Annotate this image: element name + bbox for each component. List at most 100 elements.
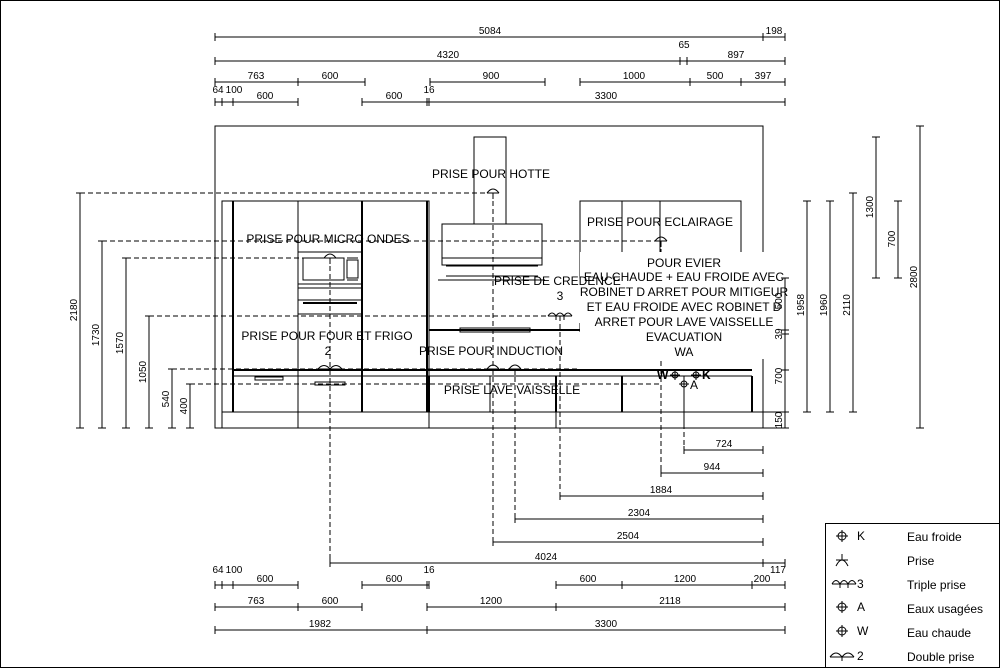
- evier-line-5: ARRET POUR LAVE VAISSELLE: [595, 315, 774, 329]
- socket-induction-icon: [486, 364, 500, 375]
- legend-item-eau-chaude: W Eau chaude: [836, 624, 971, 640]
- dim-bottom-600a: 600: [257, 574, 274, 585]
- top-dimensions: [214, 33, 786, 106]
- evier-line-3: ROBINET D ARRET POUR MITIGEUR: [580, 285, 789, 299]
- legend-item-triple-prise: 3 Triple prise: [831, 577, 966, 592]
- dim-top-4320: 4320: [437, 50, 460, 61]
- dim-offset-4024: 4024: [535, 552, 558, 563]
- dim-top-600b: 600: [386, 91, 403, 102]
- dim-right-150: 150: [774, 411, 785, 428]
- drain-icon: [679, 379, 689, 389]
- dim-offset-724: 724: [716, 439, 733, 450]
- dim-right-1300: 1300: [865, 195, 876, 218]
- right-height-labels: 1958 1960 2110 2800 1300 700 700 150 39 …: [774, 195, 920, 428]
- dim-bottom-1982: 1982: [309, 619, 332, 630]
- left-height-dimensions: [76, 192, 194, 429]
- evier-line-6: EVACUATION: [646, 330, 722, 344]
- dim-left-2180: 2180: [69, 298, 80, 321]
- double-socket-icon: [829, 652, 855, 661]
- lower-offset-labels: 724 944 1884 2304 2504 4024 117: [535, 439, 787, 576]
- dim-right-2110: 2110: [842, 294, 853, 316]
- right-height-dimensions: [781, 125, 924, 429]
- crosshair-circle-icon: [836, 530, 848, 542]
- label-prise-induction: PRISE POUR INDUCTION: [419, 344, 563, 358]
- dim-top-500: 500: [707, 71, 724, 82]
- dim-top-100: 100: [226, 85, 243, 96]
- dim-top-397: 397: [755, 71, 772, 82]
- hot-water-icon: [670, 370, 680, 380]
- dashed-reference-lines: [80, 192, 685, 565]
- dim-bottom-600d: 600: [322, 596, 339, 607]
- dim-offset-2504: 2504: [617, 531, 640, 542]
- legend-symbol-w: W: [857, 624, 869, 638]
- legend: K Eau froide Prise 3 Triple prise A: [825, 523, 1000, 668]
- dim-top-897: 897: [728, 50, 745, 61]
- dim-bottom-763: 763: [248, 596, 265, 607]
- range-hood: [438, 136, 545, 281]
- water-symbols: [670, 370, 701, 389]
- dim-right-500: 500: [774, 292, 785, 309]
- dim-top-600a: 600: [257, 91, 274, 102]
- dim-top-198: 198: [766, 26, 783, 37]
- label-symbol-w: W: [657, 368, 669, 382]
- legend-symbol-k: K: [857, 529, 865, 543]
- socket-hotte-icon: [486, 188, 500, 199]
- label-symbol-k: K: [702, 368, 711, 382]
- top-dimension-labels: 5084 198 4320 65 897 763 600 900 1000 50…: [212, 26, 782, 102]
- label-prise-hotte: PRISE POUR HOTTE: [432, 167, 550, 181]
- dim-bottom-1200b: 1200: [480, 596, 503, 607]
- dim-bottom-600c: 600: [580, 574, 597, 585]
- legend-label-double-prise: Double prise: [907, 650, 975, 664]
- double-socket-four-frigo-icon: [317, 365, 343, 374]
- dim-left-1570: 1570: [115, 331, 126, 354]
- legend-label-eaux-usagees: Eaux usagées: [907, 602, 983, 616]
- crosshair-circle-icon: [836, 625, 848, 637]
- dim-bottom-2118: 2118: [659, 596, 681, 607]
- legend-item-prise: Prise: [835, 554, 935, 568]
- bottom-dimensions: [214, 581, 786, 634]
- dim-top-3300: 3300: [595, 91, 618, 102]
- label-prise-credence: PRISE DE CREDENCE: [494, 274, 621, 288]
- socket-lave-vaisselle-icon: [508, 364, 522, 375]
- dim-right-1958: 1958: [796, 293, 807, 316]
- dim-left-1730: 1730: [91, 323, 102, 346]
- cold-water-icon: [691, 370, 701, 380]
- label-credence-count: 3: [557, 289, 564, 303]
- legend-item-double-prise: 2 Double prise: [829, 649, 975, 664]
- bottom-dimension-labels: 64 100 600 600 16 600 1200 200 763 600 1…: [212, 565, 770, 630]
- left-tall-cabinets: [221, 200, 430, 428]
- dim-left-400: 400: [179, 397, 190, 414]
- dim-bottom-1200a: 1200: [674, 574, 697, 585]
- dim-top-600: 600: [322, 71, 339, 82]
- legend-label-eau-chaude: Eau chaude: [907, 626, 971, 640]
- legend-symbol-3: 3: [857, 577, 864, 591]
- evier-line-2: EAU CHAUDE + EAU FROIDE AVEC: [584, 270, 784, 284]
- dim-right-39: 39: [774, 328, 785, 340]
- dim-top-64: 64: [212, 85, 224, 96]
- dim-bottom-100: 100: [226, 565, 243, 576]
- legend-box: [825, 523, 1000, 668]
- dim-top-16: 16: [423, 85, 435, 96]
- dim-bottom-200: 200: [754, 574, 771, 585]
- dim-bottom-600b: 600: [386, 574, 403, 585]
- socket-eclairage-icon: [654, 236, 668, 247]
- dim-top-5084: 5084: [479, 26, 502, 37]
- triple-socket-icon: [831, 580, 857, 588]
- dim-top-65: 65: [678, 40, 690, 51]
- socket-icon: [835, 554, 849, 567]
- evier-line-7: WA: [675, 345, 694, 359]
- dim-right-1960: 1960: [819, 293, 830, 316]
- label-prise-micro-ondes: PRISE POUR MICRO ONDES: [246, 232, 409, 246]
- dim-top-900: 900: [483, 71, 500, 82]
- evier-line-1: POUR EVIER: [647, 256, 721, 270]
- label-prise-four-frigo: PRISE POUR FOUR ET FRIGO: [241, 329, 412, 343]
- socket-micro-ondes-icon: [323, 253, 337, 264]
- dim-offset-2304: 2304: [628, 508, 651, 519]
- dim-right-700-upper: 700: [887, 230, 898, 247]
- dim-right-2800: 2800: [909, 265, 920, 288]
- legend-symbol-a: A: [857, 600, 865, 614]
- left-height-labels: 2180 1730 1570 1050 540 400: [69, 298, 190, 414]
- dim-top-1000: 1000: [623, 71, 646, 82]
